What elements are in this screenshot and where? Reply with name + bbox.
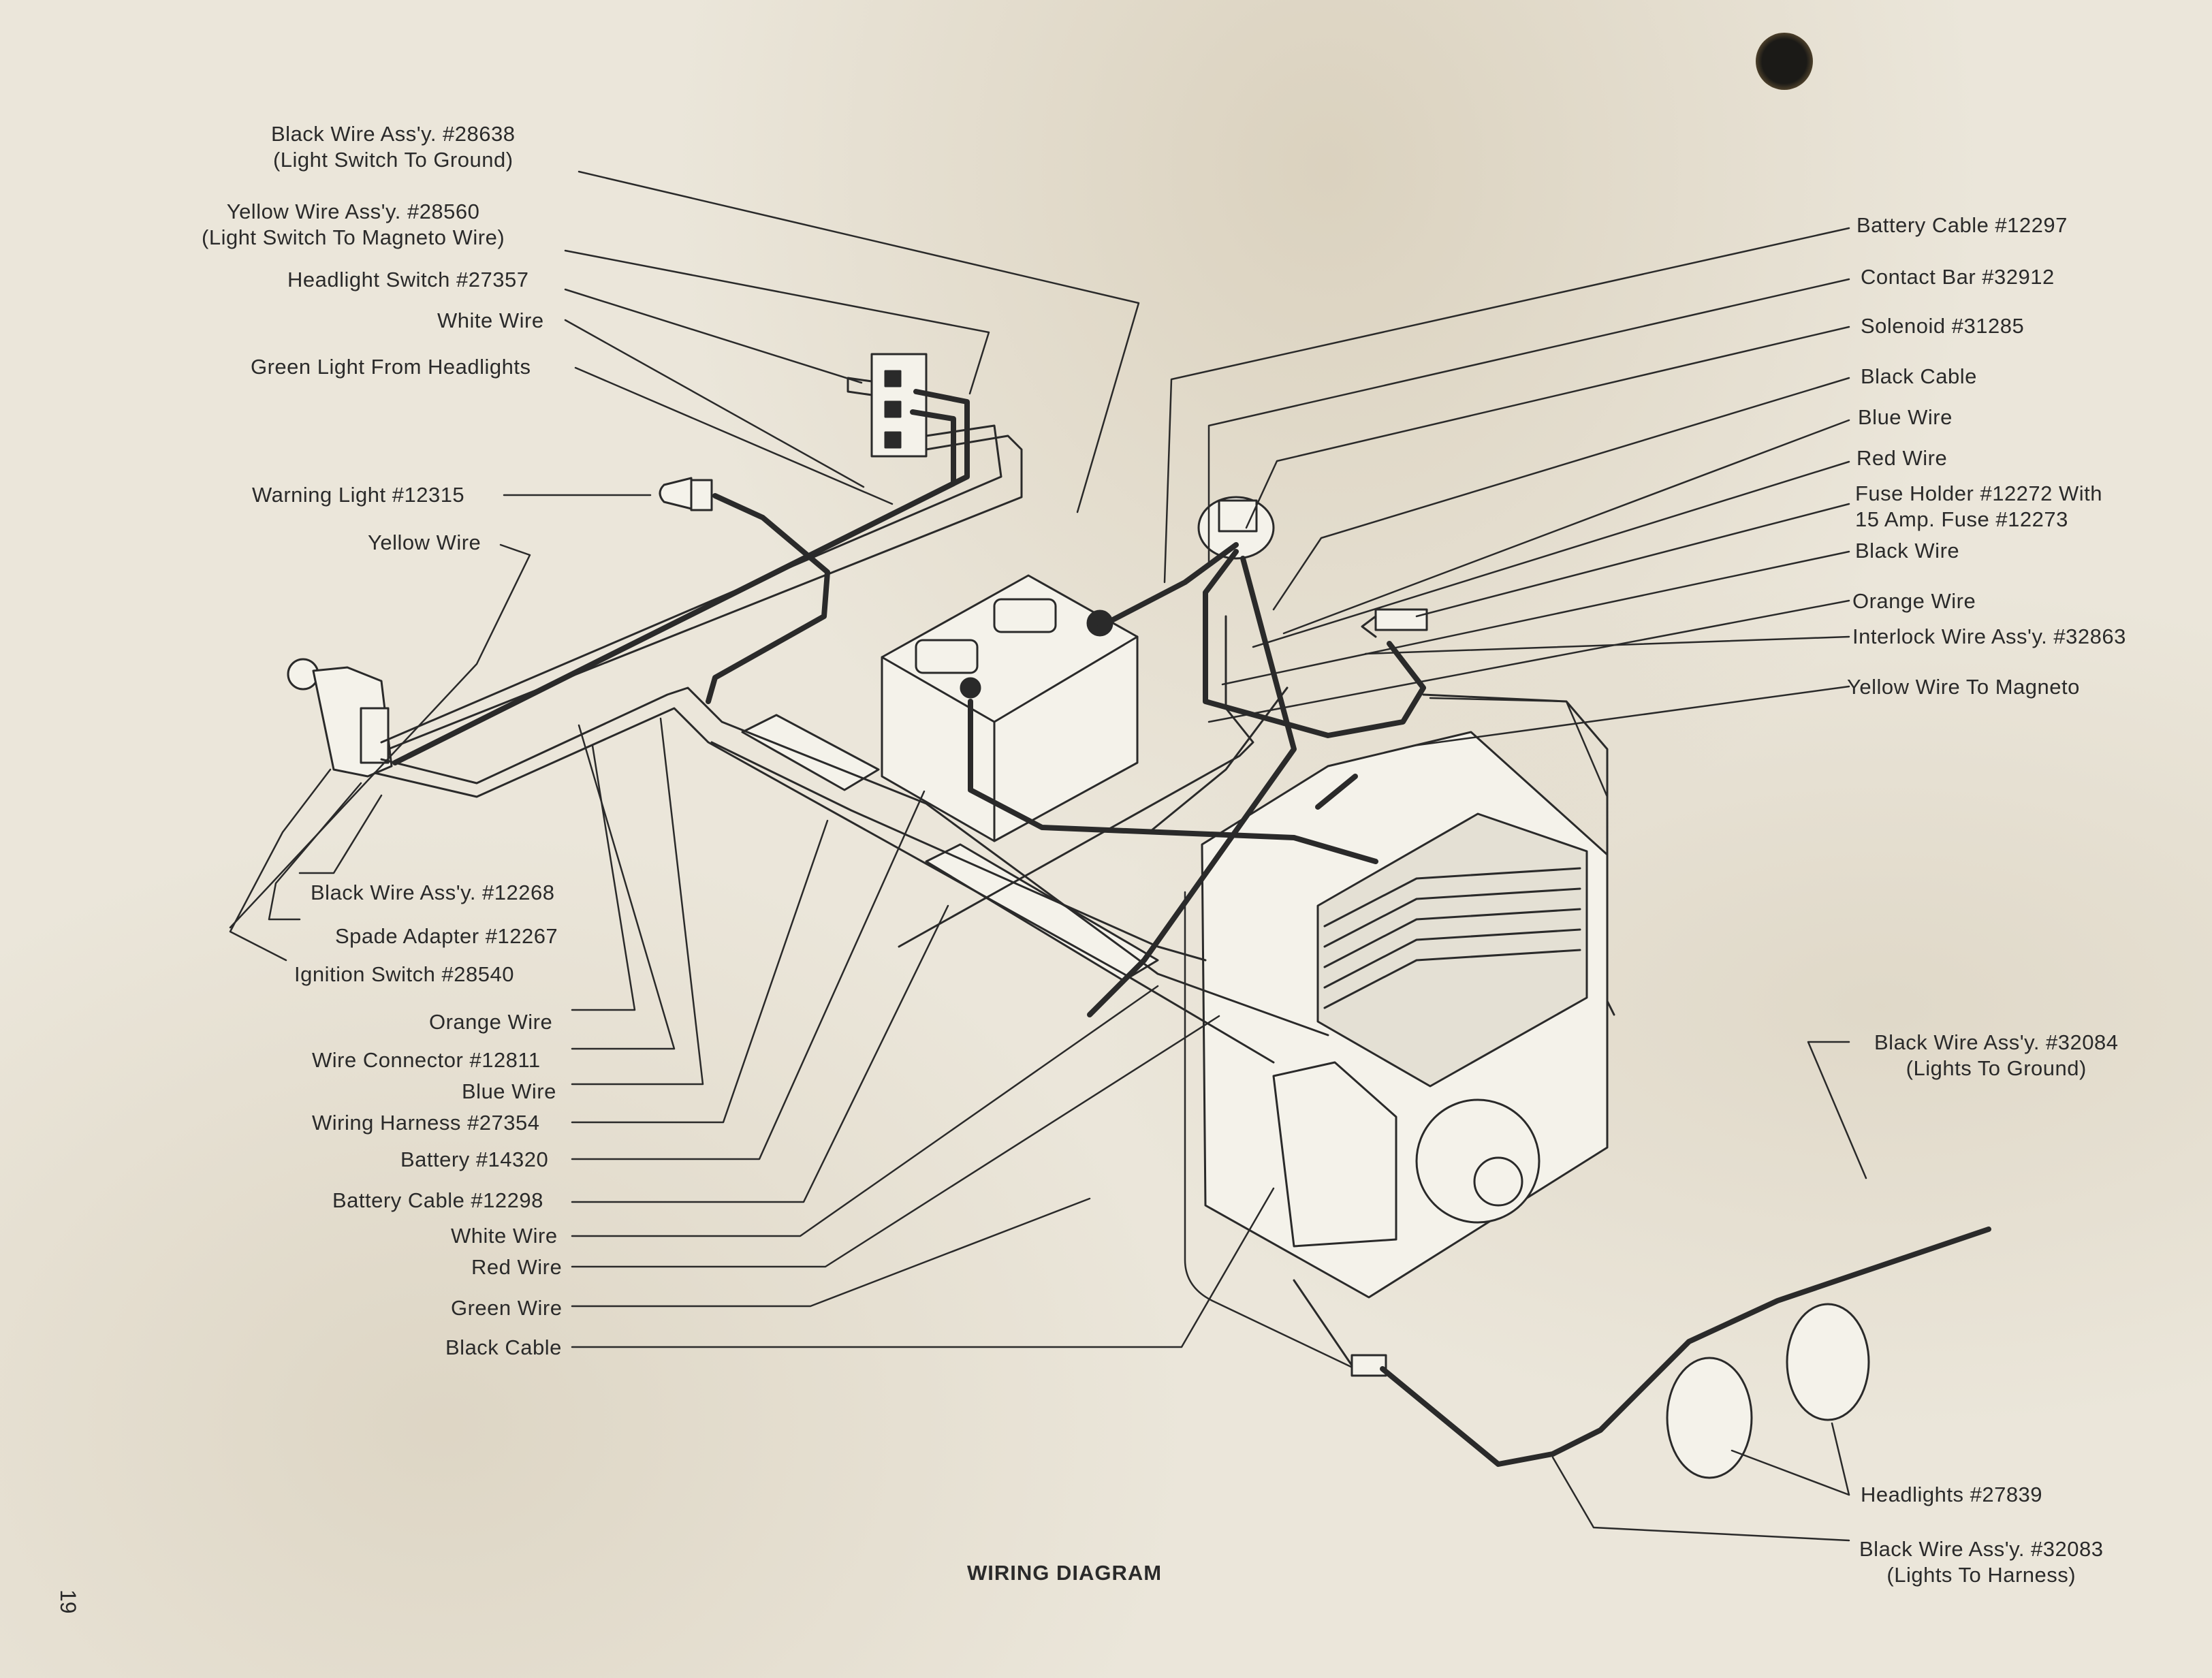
warning-light bbox=[659, 477, 713, 511]
label-ignition-switch: Ignition Switch #28540 bbox=[294, 962, 514, 986]
label-spade-adapter: Spade Adapter #12267 bbox=[335, 924, 558, 948]
label-black-cable: Black Cable bbox=[445, 1335, 562, 1359]
label-wiring-harness: Wiring Harness #27354 bbox=[312, 1111, 540, 1135]
label-battery: Battery #14320 bbox=[400, 1147, 549, 1171]
right-leader-lines bbox=[1163, 227, 1867, 1542]
label-orange-wire-right: Orange Wire bbox=[1852, 589, 1976, 613]
battery-component bbox=[881, 574, 1139, 842]
left-leader-lines bbox=[229, 170, 1275, 1348]
headlights bbox=[1350, 1303, 1870, 1479]
label-solenoid: Solenoid #31285 bbox=[1861, 314, 2025, 338]
label-headlights: Headlights #27839 bbox=[1861, 1483, 2043, 1506]
fuse-holder bbox=[1361, 608, 1428, 638]
label-yellow-wire-magneto: Yellow Wire To Magneto bbox=[1847, 675, 2080, 699]
label-green-wire: Green Wire bbox=[451, 1296, 563, 1320]
label-black-wire-12268: Black Wire Ass'y. #12268 bbox=[311, 881, 555, 904]
label-red-wire: Red Wire bbox=[471, 1255, 563, 1279]
solenoid bbox=[1197, 496, 1275, 560]
label-yellow-wire-28560: Yellow Wire Ass'y. #28560 (Light Switch … bbox=[202, 200, 505, 249]
label-warning-light: Warning Light #12315 bbox=[252, 483, 465, 507]
label-red-wire-right: Red Wire bbox=[1856, 446, 1948, 470]
label-contact-bar: Contact Bar #32912 bbox=[1861, 265, 2055, 289]
label-white-wire-top: White Wire bbox=[437, 308, 544, 332]
page-number: 19 bbox=[56, 1589, 80, 1614]
label-interlock-wire: Interlock Wire Ass'y. #32863 bbox=[1852, 624, 2126, 648]
diagram-title: WIRING DIAGRAM bbox=[967, 1561, 1163, 1585]
harness-wires bbox=[373, 424, 1615, 1367]
label-headlight-switch: Headlight Switch #27357 bbox=[287, 268, 529, 291]
label-black-wire-right: Black Wire bbox=[1855, 539, 1960, 563]
headlight-switch bbox=[847, 353, 928, 458]
label-black-wire-28638: Black Wire Ass'y. #28638 (Light Switch T… bbox=[271, 122, 516, 172]
label-blue-wire-right: Blue Wire bbox=[1858, 405, 1953, 429]
label-yellow-wire: Yellow Wire bbox=[368, 531, 481, 554]
label-wire-connector: Wire Connector #12811 bbox=[312, 1048, 541, 1072]
label-black-wire-32084: Black Wire Ass'y. #32084 (Lights To Grou… bbox=[1874, 1030, 2119, 1080]
label-white-wire: White Wire bbox=[451, 1224, 558, 1248]
label-battery-cable-12298: Battery Cable #12298 bbox=[332, 1188, 543, 1212]
label-fuse-holder: Fuse Holder #12272 With 15 Amp. Fuse #12… bbox=[1855, 481, 2103, 531]
label-battery-cable-12297: Battery Cable #12297 bbox=[1856, 213, 2068, 237]
label-blue-wire: Blue Wire bbox=[462, 1079, 556, 1103]
engine bbox=[1201, 731, 1609, 1299]
ignition-switch bbox=[287, 658, 393, 778]
label-orange-wire: Orange Wire bbox=[429, 1010, 553, 1034]
paper-burn-hole bbox=[1756, 33, 1813, 90]
wiring-runs bbox=[392, 389, 1991, 1467]
label-black-cable-right: Black Cable bbox=[1861, 364, 1977, 388]
label-black-wire-32083: Black Wire Ass'y. #32083 (Lights To Harn… bbox=[1859, 1537, 2104, 1587]
label-green-light: Green Light From Headlights bbox=[251, 355, 531, 379]
